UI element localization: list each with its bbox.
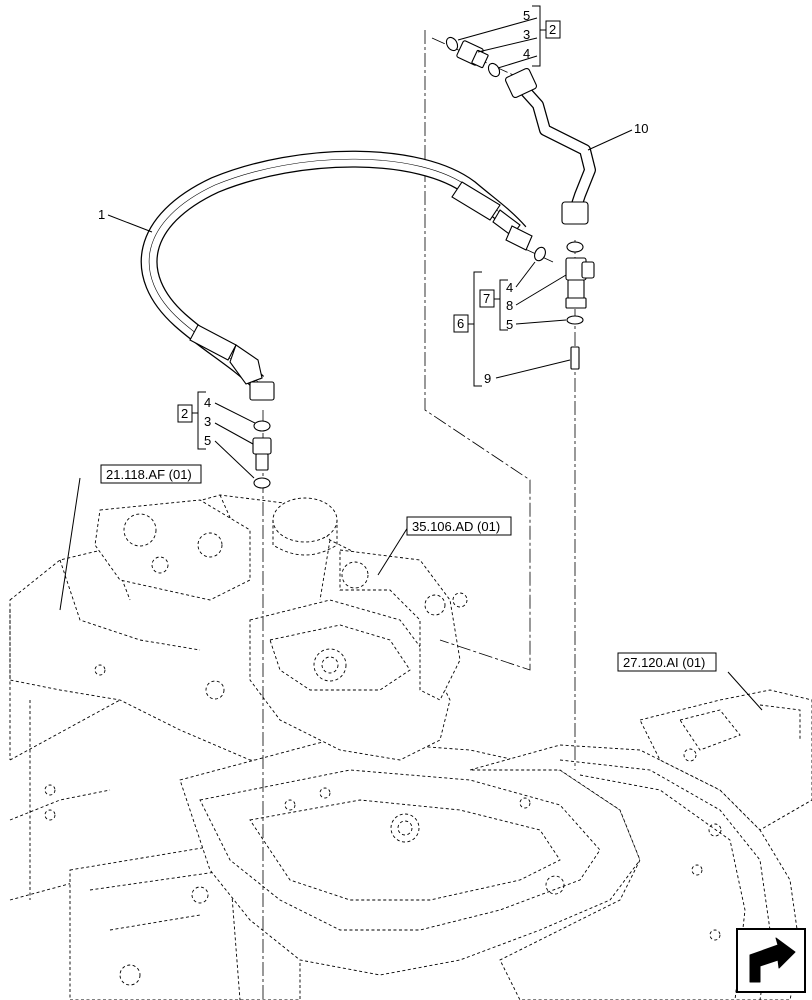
callout-top-5: 5	[523, 8, 530, 23]
centre-line-mid	[522, 247, 554, 263]
callout-right-4: 4	[506, 280, 513, 295]
callout-1: 1	[98, 207, 105, 222]
callout-right-8: 8	[506, 298, 513, 313]
group-box-6	[453, 314, 469, 333]
callout-left-3: 3	[204, 414, 211, 429]
group-box-2-top	[545, 20, 561, 39]
hose-assembly	[140, 150, 533, 401]
group-label-2-top: 2	[549, 22, 556, 37]
reference-21-118-af[interactable]: 21.118.AF (01)	[100, 464, 202, 484]
right-fittings	[534, 241, 595, 370]
leaders	[59, 17, 763, 711]
phantom-boundary	[424, 30, 531, 671]
arrow-icon[interactable]	[736, 928, 806, 993]
left-fittings	[252, 420, 272, 489]
callout-top-3: 3	[523, 27, 530, 42]
group-label-7: 7	[483, 291, 490, 306]
steel-tube	[505, 67, 596, 225]
callout-10: 10	[634, 121, 648, 136]
callout-left-5: 5	[204, 433, 211, 448]
group-brackets	[192, 5, 546, 450]
callout-right-5: 5	[506, 317, 513, 332]
top-fittings	[445, 36, 501, 78]
reference-35-106-ad[interactable]: 35.106.AD (01)	[406, 516, 512, 536]
tractor-housing-outline	[9, 494, 812, 1000]
callout-top-4: 4	[523, 46, 530, 61]
reference-label-a[interactable]: 21.118.AF (01)	[106, 467, 192, 482]
callout-left-4: 4	[204, 395, 211, 410]
reference-27-120-ai[interactable]: 27.120.AI (01)	[617, 652, 717, 672]
group-label-2-left: 2	[181, 406, 188, 421]
group-box-2-left	[177, 404, 193, 423]
reference-label-b[interactable]: 35.106.AD (01)	[412, 519, 500, 534]
reference-label-c[interactable]: 27.120.AI (01)	[623, 655, 705, 670]
group-label-6: 6	[457, 316, 464, 331]
callout-right-9: 9	[484, 371, 491, 386]
group-box-7	[479, 289, 495, 308]
